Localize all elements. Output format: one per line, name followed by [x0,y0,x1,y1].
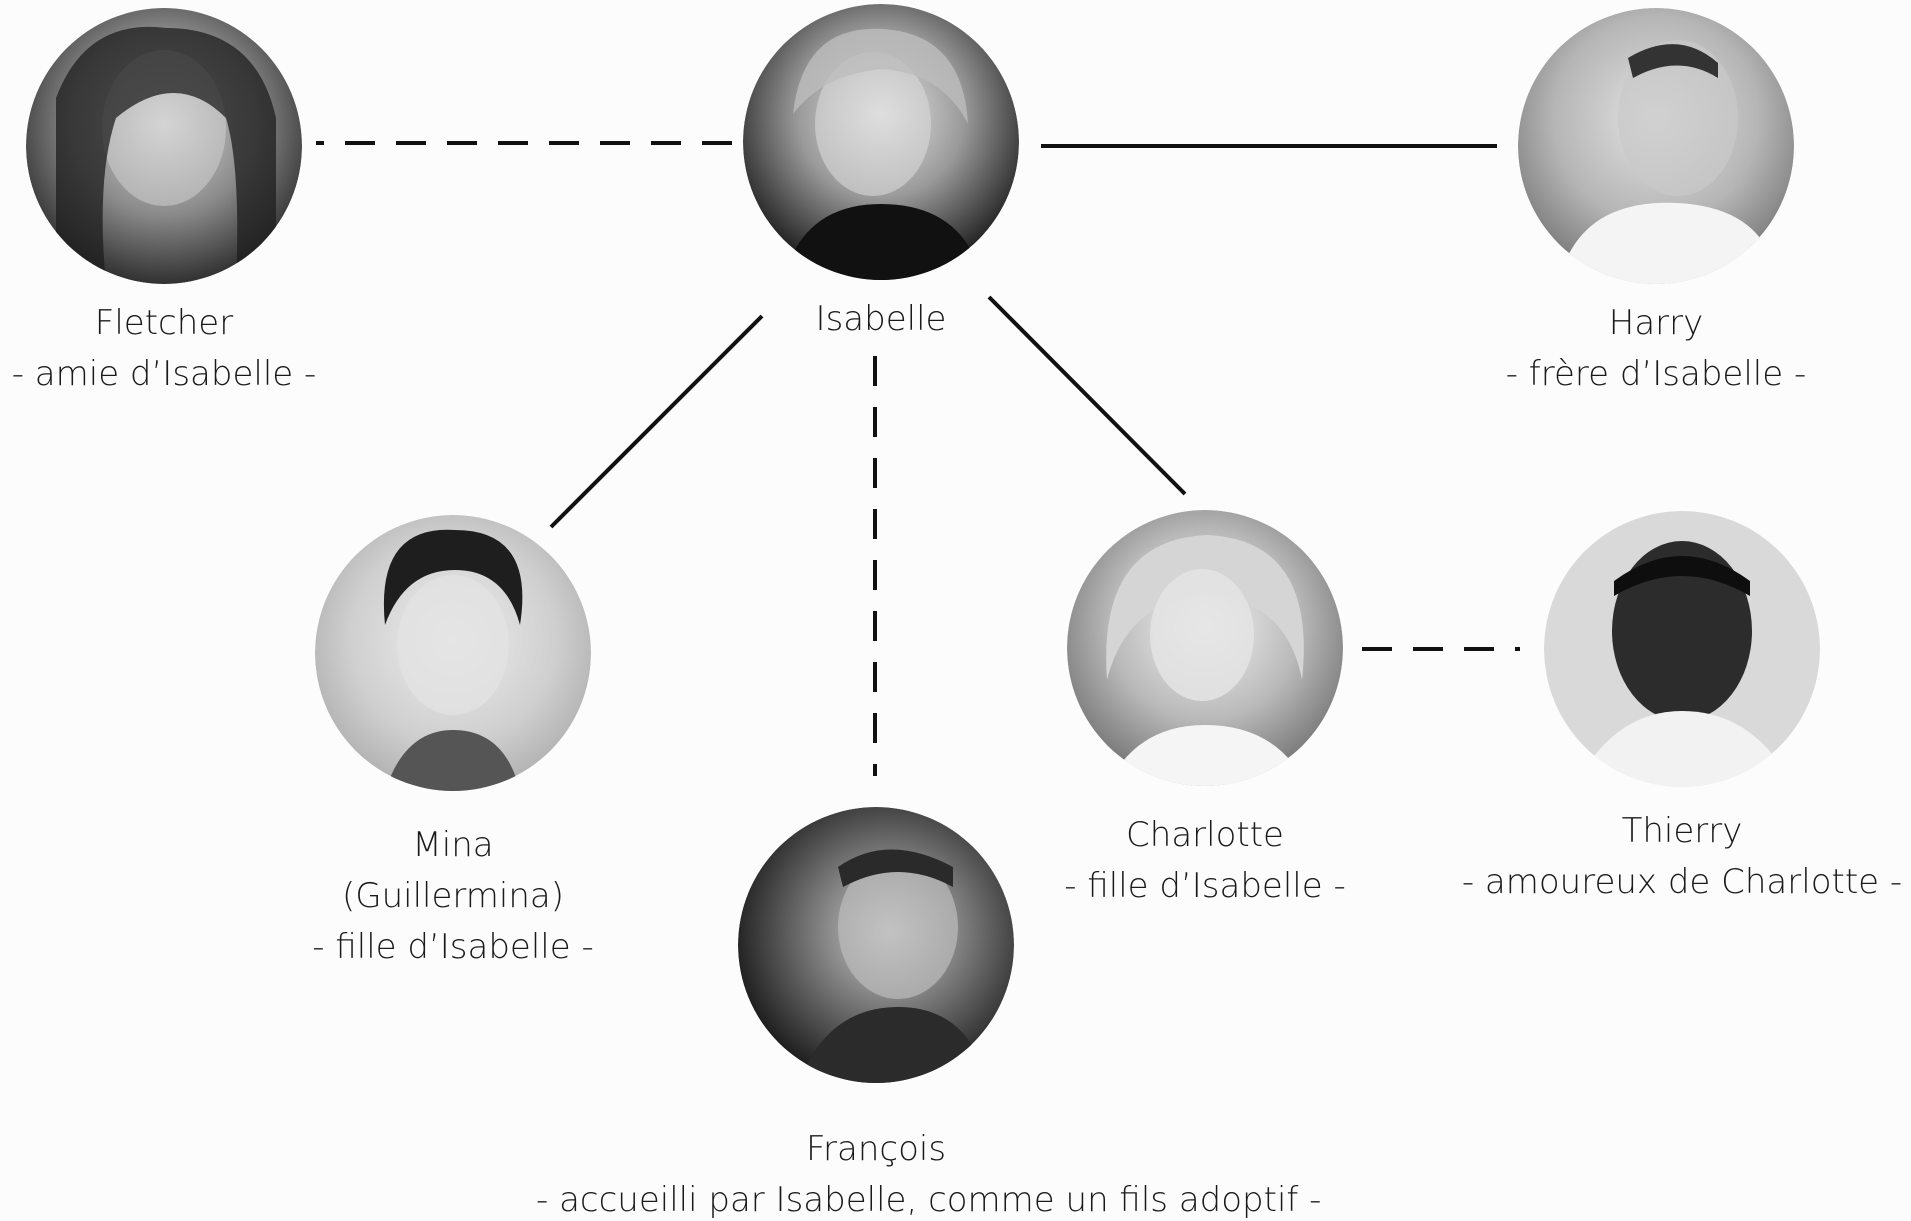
harry-caption: Harry - frère d’Isabelle - [1316,298,1911,400]
thierry-role: - amoureux de Charlotte - [1461,862,1903,902]
mina-role: - fille d’Isabelle - [312,927,594,967]
fletcher-name: Fletcher [94,303,234,343]
charlotte-portrait [1067,510,1343,786]
harry-portrait [1518,8,1794,284]
links-layer [316,141,1520,776]
link-isabelle-charlotte [987,295,1187,496]
mina-alt-name: (Guillermina) [341,876,564,916]
francois-name: François [805,1129,947,1169]
mina-name: Mina [412,825,494,865]
fletcher-portrait [26,8,302,284]
thierry-caption: Thierry - amoureux de Charlotte - [1342,806,1911,908]
fletcher-caption: Fletcher - amie d’Isabelle - [0,298,504,400]
fletcher-role: - amie d’Isabelle - [11,354,317,394]
isabelle-caption: Isabelle [541,294,1221,345]
isabelle-name: Isabelle [815,299,947,339]
link-isabelle-mina [549,314,764,529]
thierry-name: Thierry [1621,811,1743,851]
mina-portrait [315,515,591,791]
mina-caption: Mina (Guillermina) - fille d’Isabelle - [113,820,793,973]
charlotte-caption: Charlotte - fille d’Isabelle - [865,810,1545,912]
francois-portrait [738,807,1014,1083]
thierry-portrait [1544,511,1820,787]
charlotte-name: Charlotte [1126,815,1284,855]
francois-role: - accueilli par Isabelle, comme un fils … [536,1180,1322,1220]
isabelle-portrait [743,4,1019,280]
harry-role: - frère d’Isabelle - [1505,354,1807,394]
francois-caption: François - accueilli par Isabelle, comme… [536,1124,1322,1221]
charlotte-role: - fille d’Isabelle - [1064,866,1346,906]
harry-name: Harry [1608,303,1704,343]
